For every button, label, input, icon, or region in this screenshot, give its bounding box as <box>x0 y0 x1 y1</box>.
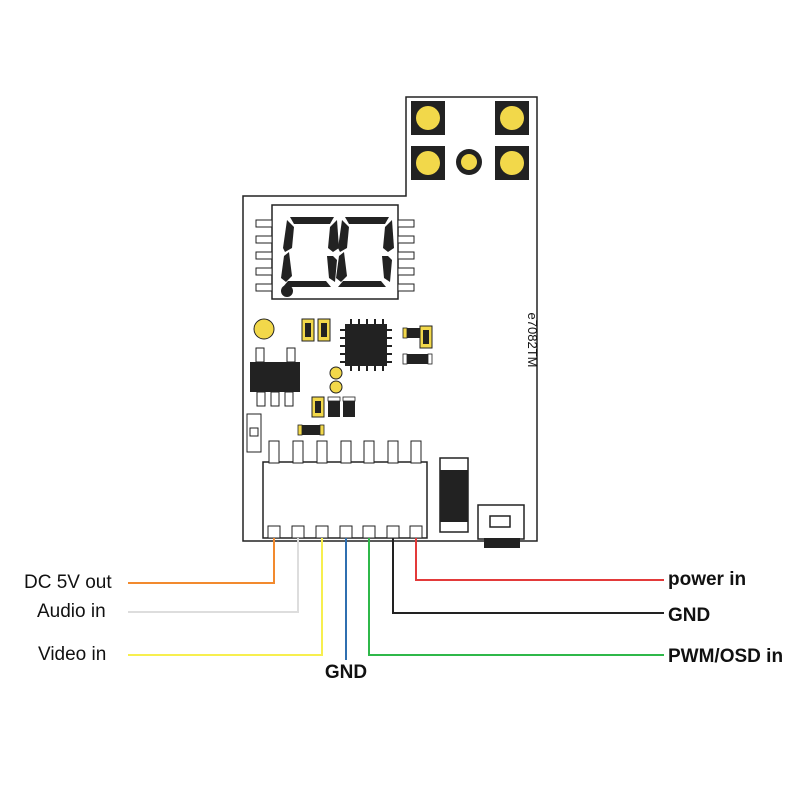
wire-dc-5v-out <box>128 538 275 584</box>
label-gnd-right: GND <box>668 605 710 626</box>
label-video-in: Video in <box>38 644 106 665</box>
wire-pwm-osd-in <box>368 538 664 656</box>
board-model-label: e7082TM <box>525 313 540 368</box>
label-gnd-bottom: GND <box>325 662 367 683</box>
wire-power-in <box>415 538 664 581</box>
wire-video-in <box>128 538 323 656</box>
push-button <box>477 504 525 548</box>
diode <box>439 457 469 533</box>
antenna-pads <box>411 101 529 180</box>
wires <box>128 538 664 660</box>
seven-segment-display <box>255 204 415 300</box>
board-components <box>246 318 433 453</box>
wire-audio-in <box>128 538 299 613</box>
qfn-chip <box>340 319 392 371</box>
wire-labels: DC 5V out Audio in Video in GND PWM/OSD … <box>24 569 783 683</box>
label-power-in: power in <box>668 569 746 590</box>
label-pwm-osd-in: PWM/OSD in <box>668 646 783 667</box>
label-dc-5v-out: DC 5V out <box>24 572 112 593</box>
label-audio-in: Audio in <box>37 601 106 622</box>
wire-gnd-right <box>392 538 664 614</box>
